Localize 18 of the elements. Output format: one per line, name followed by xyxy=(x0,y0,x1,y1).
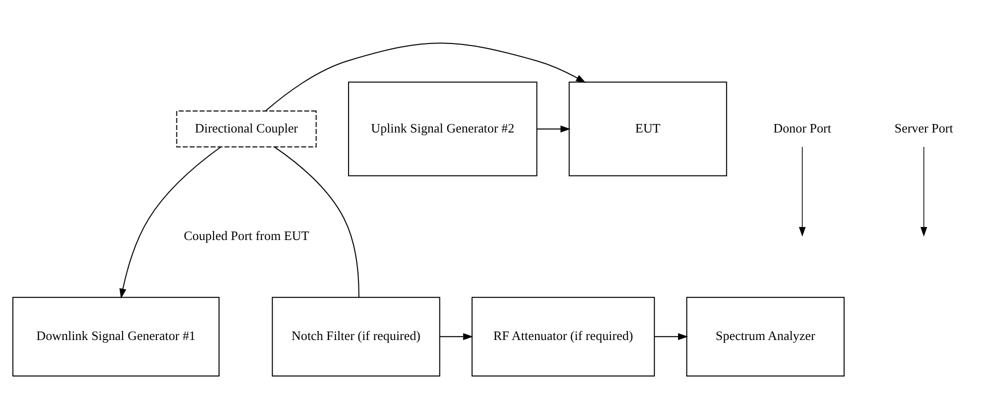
arrow xyxy=(119,146,222,298)
arrow xyxy=(654,332,688,340)
node-box: Spectrum Analyzer xyxy=(686,296,845,376)
connector xyxy=(274,146,360,298)
node-box: EUT xyxy=(568,81,728,176)
arrow xyxy=(265,42,586,111)
node-box: Downlink Signal Generator #1 xyxy=(12,296,220,376)
node-box: Notch Filter (if required) xyxy=(272,296,440,376)
arrow xyxy=(798,146,806,236)
node-box: Directional Coupler xyxy=(176,110,317,147)
arrow xyxy=(920,146,928,236)
arrow xyxy=(439,332,474,340)
arrow xyxy=(536,124,570,132)
node-text: Server Port xyxy=(894,120,954,135)
node-box: RF Attenuator (if required) xyxy=(472,296,655,376)
label: Coupled Port from EUT xyxy=(184,227,310,242)
node-text: Donor Port xyxy=(773,120,832,135)
node-box: Uplink Signal Generator #2 xyxy=(348,81,538,176)
